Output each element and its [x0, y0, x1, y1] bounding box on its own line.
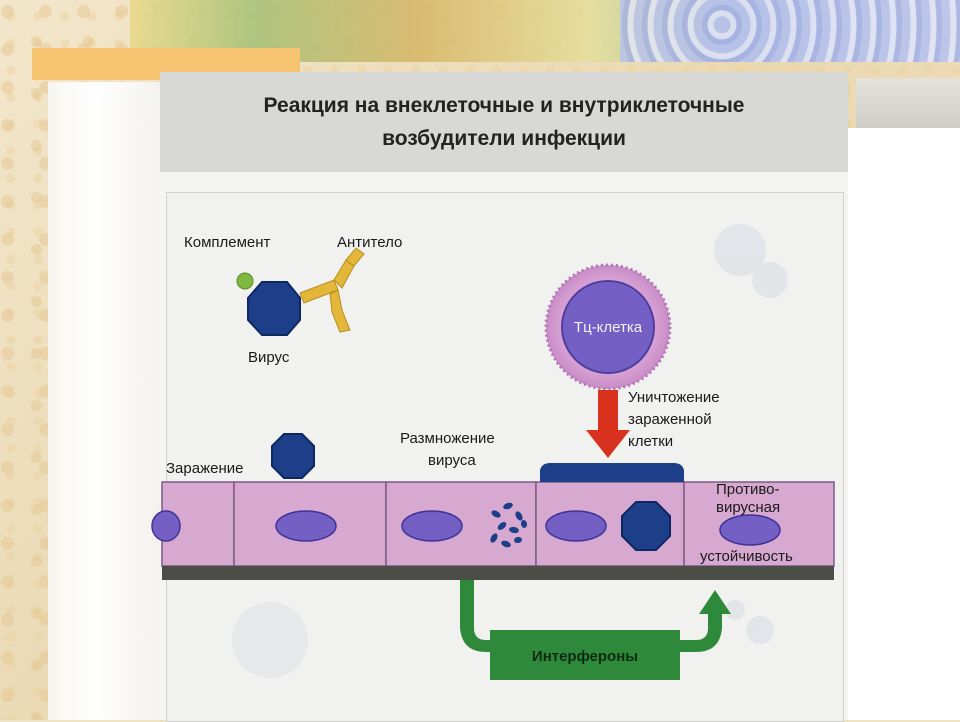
label-antibody: Антитело	[337, 234, 402, 251]
left-white-panel	[48, 82, 164, 720]
label-destruction-3: клетки	[628, 433, 673, 450]
label-virus: Вирус	[248, 349, 290, 366]
title-line-1: Реакция на внеклеточные и внутриклеточны…	[263, 94, 745, 117]
label-replication-1: Размножение	[400, 430, 495, 447]
red-arrow-down-icon	[586, 390, 630, 458]
label-destruction-1: Уничтожение	[628, 389, 720, 406]
title-line-2: возбудители инфекции	[382, 127, 626, 150]
tc-cell-nucleus	[561, 280, 655, 374]
basement-membrane	[162, 566, 834, 580]
decor-gray-box	[856, 78, 960, 128]
virus-icon	[247, 281, 301, 336]
label-tc-cell: Тц-клетка	[574, 319, 643, 336]
cell-cap	[540, 463, 684, 482]
label-replication-2: вируса	[428, 452, 476, 469]
label-destruction-2: зараженной	[628, 411, 712, 428]
label-antiviral-1: Противо-	[716, 481, 780, 498]
label-interferons: Интерфероны	[532, 648, 638, 665]
virus-inside-icon	[621, 501, 671, 551]
label-complement: Комплемент	[184, 234, 271, 251]
label-antiviral-3: устойчивость	[700, 548, 793, 565]
interferon-arrow-icon	[460, 580, 731, 680]
label-antiviral-2: вирусная	[716, 499, 780, 516]
right-white-panel	[846, 128, 960, 720]
replicating-virus-particles	[490, 502, 528, 548]
antibody-icon	[299, 247, 365, 333]
floral-banner-blue	[620, 0, 960, 62]
complement-icon	[236, 272, 254, 290]
virus-attached-icon	[271, 433, 315, 479]
figure-header: Реакция на внеклеточные и внутриклеточны…	[160, 72, 848, 172]
background-ghost	[232, 224, 788, 678]
label-infection: Заражение	[166, 460, 243, 477]
nuclei	[151, 510, 781, 546]
